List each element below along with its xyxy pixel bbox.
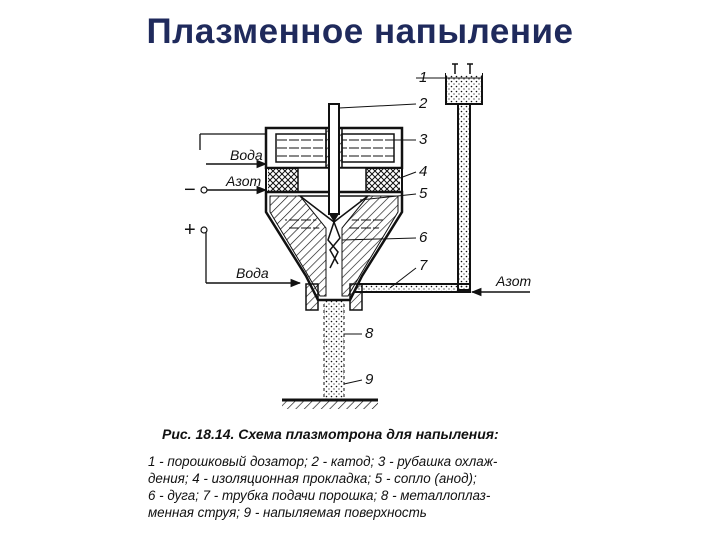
water-inlet-label: Вода [230, 147, 263, 163]
callout-leaders [338, 77, 482, 385]
metal-plasma-jet [323, 300, 345, 398]
caption-line: 1 - порошковый дозатор; 2 - катод; 3 - р… [148, 454, 498, 469]
caption-line: менная струя; 9 - напыляемая поверхность [148, 505, 427, 520]
cathode [328, 103, 340, 222]
callout-5: 5 [419, 185, 428, 202]
minus-sign: − [184, 179, 196, 201]
callout-6: 6 [419, 229, 428, 246]
sprayed-surface [282, 398, 378, 409]
callout-7: 7 [419, 257, 428, 274]
powder-hopper [445, 63, 483, 105]
water-outlet-label: Вода [236, 265, 269, 281]
arc [327, 221, 341, 269]
callout-2: 2 [418, 95, 428, 112]
powder-feed-tube [345, 103, 471, 293]
callout-4: 4 [419, 163, 427, 180]
caption-title: Рис. 18.14. Схема плазмотрона для напыле… [162, 426, 499, 442]
nitrogen-feed-label: Азот [495, 273, 531, 289]
slide-title: Плазменное напыление [146, 12, 574, 51]
caption-line: дения; 4 - изоляционная прокладка; 5 - с… [148, 471, 477, 486]
supply-lines [199, 133, 530, 297]
callout-3: 3 [419, 131, 428, 148]
plus-sign: + [184, 219, 196, 241]
nozzle-outlet [305, 283, 363, 311]
callout-1: 1 [419, 69, 427, 86]
callout-9: 9 [365, 371, 374, 388]
callout-8: 8 [365, 325, 374, 342]
caption-line: 6 - дуга; 7 - трубка подачи порошка; 8 -… [148, 488, 491, 503]
figure-caption: Рис. 18.14. Схема плазмотрона для напыле… [148, 426, 578, 521]
nitrogen-inlet-label: Азот [225, 173, 261, 189]
